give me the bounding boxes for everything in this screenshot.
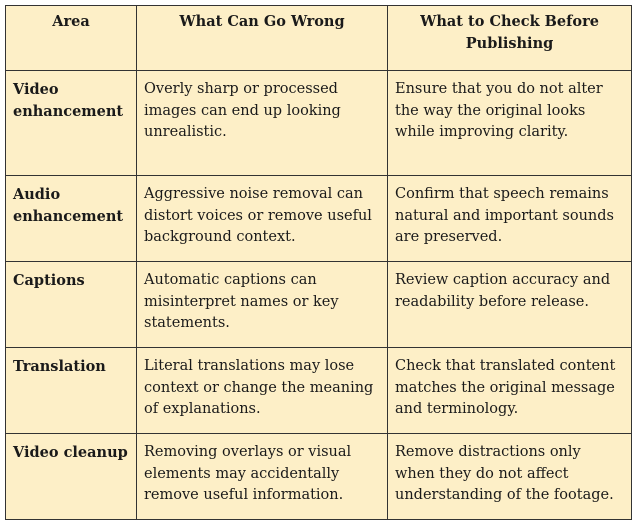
table-header-row: Area What Can Go Wrong What to Check Bef…: [5, 5, 632, 71]
what-to-check-cell: Confirm that speech remains natural and …: [387, 175, 632, 262]
header-what-to-check: What to Check Before Publishing: [387, 5, 632, 71]
what-can-go-wrong-cell: Overly sharp or processed images can end…: [136, 70, 388, 176]
table-row: Video cleanup Removing overlays or visua…: [5, 433, 632, 520]
what-to-check-cell: Remove distractions only when they do no…: [387, 433, 632, 520]
what-to-check-cell: Review caption accuracy and readability …: [387, 261, 632, 348]
table-row: Captions Automatic captions can misinter…: [5, 261, 632, 348]
what-can-go-wrong-cell: Removing overlays or visual elements may…: [136, 433, 388, 520]
table-row: Video enhancement Overly sharp or proces…: [5, 70, 632, 176]
area-cell: Captions: [5, 261, 137, 348]
what-can-go-wrong-cell: Literal translations may lose context or…: [136, 347, 388, 434]
what-can-go-wrong-cell: Aggressive noise removal can distort voi…: [136, 175, 388, 262]
area-cell: Video cleanup: [5, 433, 137, 520]
table-row: Audio enhancement Aggressive noise remov…: [5, 175, 632, 262]
header-area: Area: [5, 5, 137, 71]
area-cell: Translation: [5, 347, 137, 434]
what-to-check-cell: Check that translated content matches th…: [387, 347, 632, 434]
checklist-table-container: Area What Can Go Wrong What to Check Bef…: [5, 5, 632, 520]
header-what-can-go-wrong: What Can Go Wrong: [136, 5, 388, 71]
checklist-table: Area What Can Go Wrong What to Check Bef…: [5, 5, 632, 520]
what-to-check-cell: Ensure that you do not alter the way the…: [387, 70, 632, 176]
what-can-go-wrong-cell: Automatic captions can misinterpret name…: [136, 261, 388, 348]
table-row: Translation Literal translations may los…: [5, 347, 632, 434]
area-cell: Video enhancement: [5, 70, 137, 176]
area-cell: Audio enhancement: [5, 175, 137, 262]
